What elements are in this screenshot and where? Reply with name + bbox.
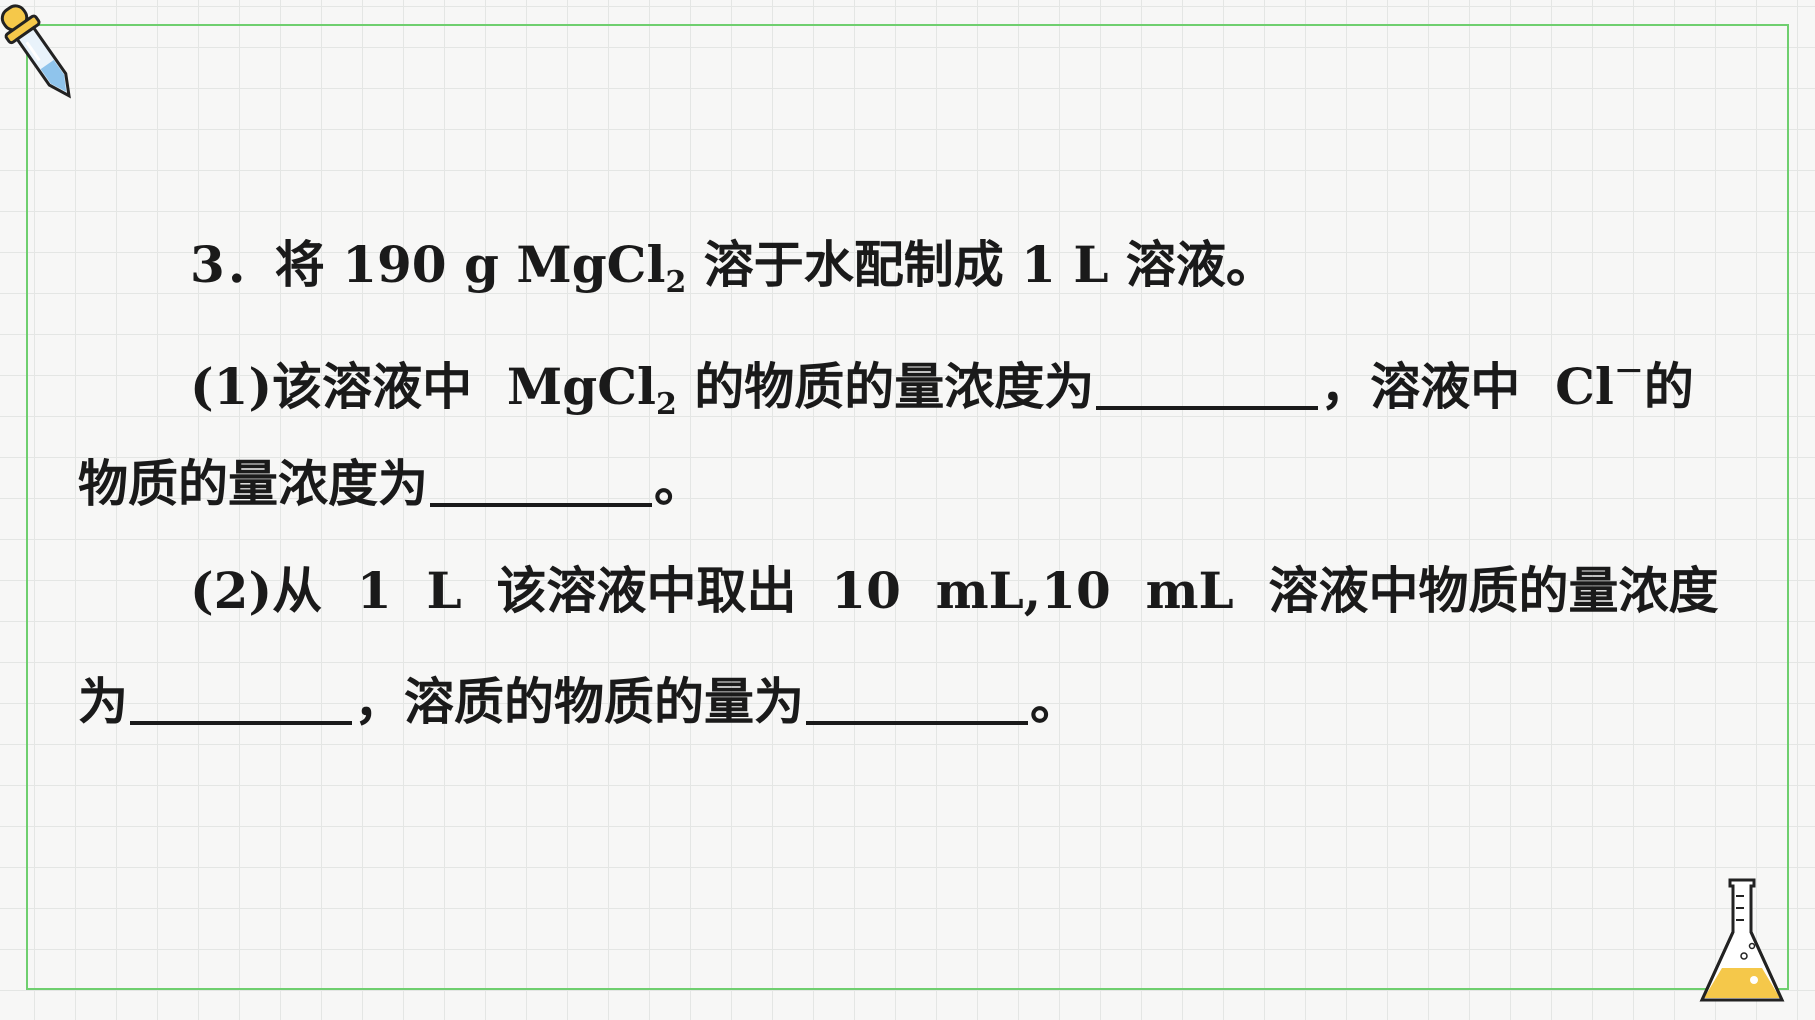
- answer-blank-2[interactable]: [430, 453, 652, 507]
- dropper-icon: [0, 4, 71, 99]
- part1-line2: 物质的量浓度为。: [78, 453, 704, 513]
- part2-line1: (2)从 1 L 该溶液中取出 10 mL,10 mL 溶液中物质的量浓度: [190, 561, 1719, 620]
- part1-line1: (1)该溶液中 MgCl2 的物质的量浓度为，溶液中 Cl－的: [190, 355, 1694, 422]
- question-stem: 3．将 190 g MgCl2 溶于水配制成 1 L 溶液。: [190, 235, 1276, 300]
- question-number: 3．: [190, 235, 275, 294]
- content-frame: [26, 24, 1789, 990]
- flask-icon: [1699, 878, 1785, 1002]
- answer-blank-4[interactable]: [806, 671, 1028, 725]
- answer-blank-1[interactable]: [1096, 356, 1319, 410]
- part2-line2: 为，溶质的物质的量为。: [78, 671, 1080, 731]
- answer-blank-3[interactable]: [130, 671, 352, 725]
